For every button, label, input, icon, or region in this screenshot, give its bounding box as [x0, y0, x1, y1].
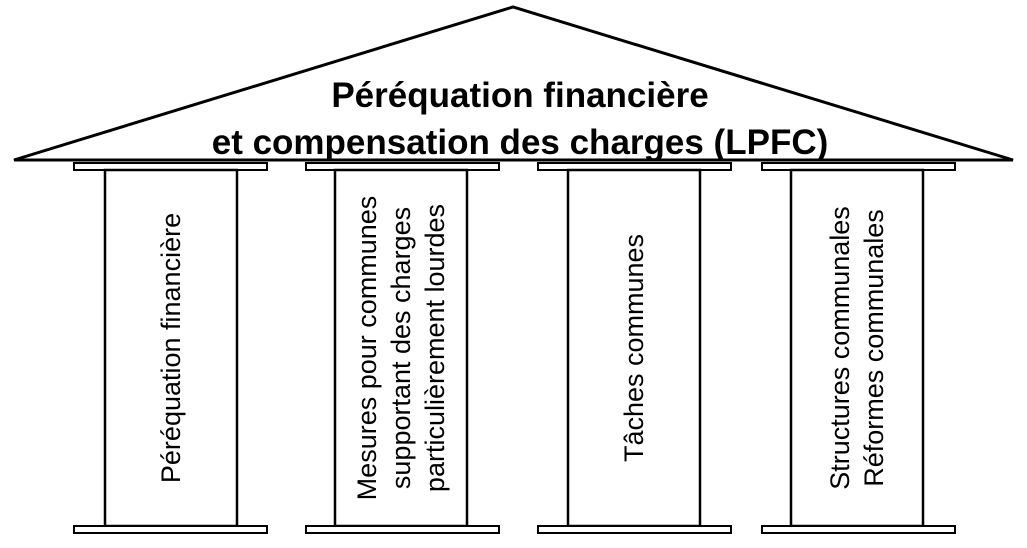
pillar-3-label-line-1: Tâches communes — [619, 233, 649, 463]
pillar-2-shaft — [333, 168, 469, 528]
roof-title-line-2: et compensation des charges (LPFC) — [211, 123, 829, 162]
roof-title: Péréquation financière et compensation d… — [120, 72, 920, 166]
pillar-4-label-line-1: Structures communales — [825, 206, 855, 490]
pillar-1-base — [73, 525, 268, 534]
pillar-1 — [73, 162, 268, 534]
pillar-1-label-line-1: Péréquation financière — [156, 212, 186, 484]
pillar-3 — [537, 162, 732, 534]
pillar-2-base — [305, 525, 500, 534]
pillar-3-base — [537, 525, 732, 534]
pillar-4-base — [761, 525, 956, 534]
pillar-4 — [761, 162, 956, 534]
pillar-4-shaft — [789, 168, 925, 528]
pillar-2-label-line-2: supportant des charges — [386, 206, 416, 490]
roof — [13, 5, 1014, 162]
pillar-2 — [305, 162, 500, 534]
pillar-2-label-line-1: Mesures pour communes — [352, 195, 382, 501]
roof-title-line-1: Péréquation financière — [331, 76, 709, 115]
pillar-1-label: Péréquation financière — [154, 213, 188, 483]
pillar-4-label-line-2: Réformes communales — [859, 209, 889, 487]
pillar-2-label-line-3: particulièrement lourdes — [420, 203, 450, 493]
pillar-1-shaft — [103, 168, 239, 528]
pillar-3-label: Tâches communes — [617, 234, 651, 462]
pillar-4-label: Structures communales Réformes communale… — [823, 206, 891, 490]
pillar-3-shaft — [566, 168, 702, 528]
pillar-2-label: Mesures pour communes supportant des cha… — [350, 196, 452, 501]
